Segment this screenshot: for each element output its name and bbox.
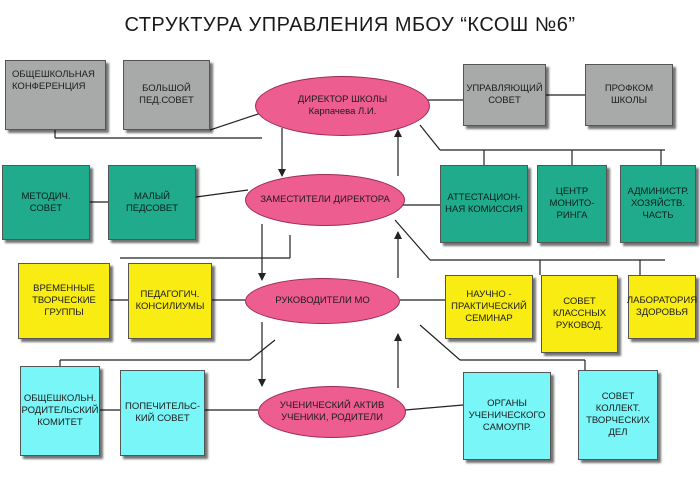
oval-deputy-directors: ЗАМЕСТИТЕЛИ ДИРЕКТОРА (245, 174, 405, 226)
box-trustees-council: ПОПЕЧИТЕЛЬС- КИЙ СОВЕТ (120, 370, 205, 456)
oval-school-director: ДИРЕКТОР ШКОЛЫ Карпачева Л.И. (255, 76, 430, 136)
box-health-laboratory: ЛАБОРАТОРИЯ ЗДОРОВЬЯ (627, 275, 697, 339)
oval-mo-heads: РУКОВОДИТЕЛИ МО (245, 278, 400, 324)
box-parents-committee: ОБЩЕШКОЛЬН. РОДИТЕЛЬСКИЙ КОМИТЕТ (20, 366, 100, 456)
oval-student-activists: УЧЕНИЧЕСКИЙ АКТИВ УЧЕНИКИ, РОДИТЕЛИ (258, 386, 406, 438)
box-monitoring-center: ЦЕНТР МОНИТО- РИНГА (537, 165, 607, 243)
line-director-admin (419, 124, 441, 151)
box-school-conference: ОБЩЕШКОЛЬНАЯ КОНФЕРЕНЦИЯ (5, 60, 106, 130)
box-creative-groups: ВРЕМЕННЫЕ ТВОРЧЕСКИЕ ГРУППЫ (18, 263, 110, 339)
box-small-pedagogical-council: МАЛЫЙ ПЕДСОВЕТ (108, 165, 196, 240)
box-managing-council: УПРАВЛЯЮЩИЙ СОВЕТ (463, 64, 546, 126)
box-admin-household: АДМИНИСТР. ХОЗЯЙСТВ. ЧАСТЬ (620, 165, 696, 243)
box-methodical-council: МЕТОДИЧ. СОВЕТ (2, 165, 90, 240)
box-class-teachers-council: СОВЕТ КЛАССНЫХ РУКОВОД. (541, 275, 618, 353)
box-trade-union: ПРОФКОМ ШКОЛЫ (585, 64, 673, 126)
box-attestation-commission: АТТЕСТАЦИОН- НАЯ КОМИССИЯ (440, 165, 528, 243)
box-student-self-government: ОРГАНЫ УЧЕНИЧЕСКОГО САМОУПР. (463, 372, 551, 460)
box-creative-affairs-council: СОВЕТ КОЛЛЕКТ. ТВОРЧЕСКИХ ДЕЛ (578, 370, 658, 460)
box-practical-seminar: НАУЧНО - ПРАКТИЧЕСКИЙ СЕМИНАР (445, 275, 533, 339)
box-big-pedagogical-council: БОЛЬШОЙ ПЕД.СОВЕТ (123, 60, 210, 130)
box-pedagogical-councils: ПЕДАГОГИЧ. КОНСИЛИУМЫ (128, 263, 212, 339)
diagram-title: СТРУКТУРА УПРАВЛЕНИЯ МБОУ “КСОШ №6” (124, 14, 576, 36)
